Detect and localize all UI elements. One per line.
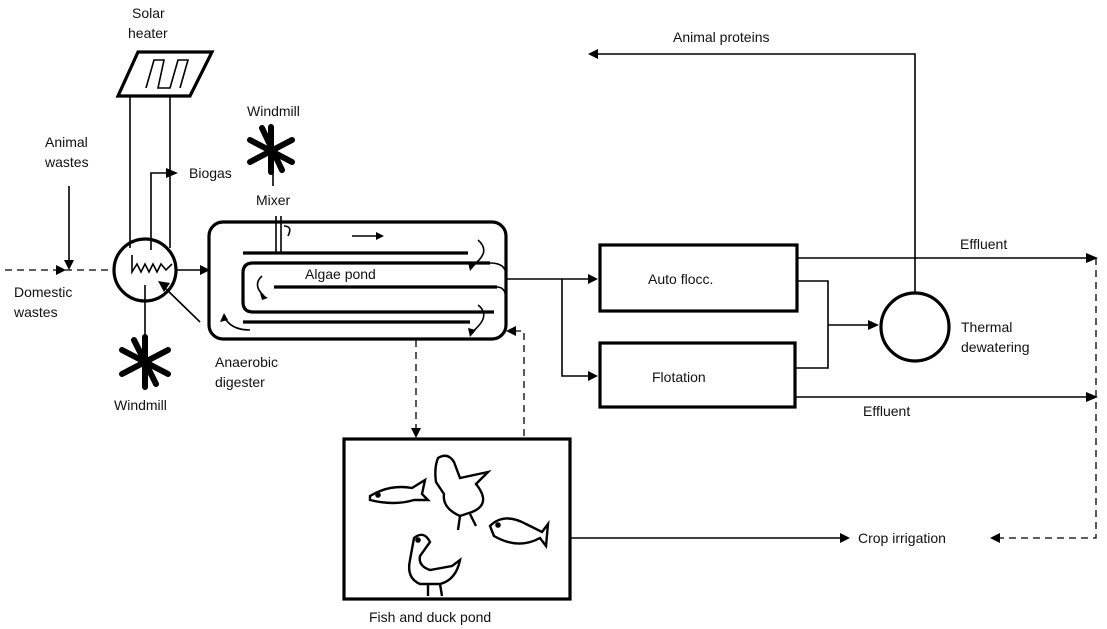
solar-heater-label-1: Solar (132, 5, 165, 21)
biogas-arrow (166, 168, 178, 178)
auto-flocc-box (598, 243, 799, 313)
windmill-bottom-label: Windmill (114, 397, 167, 413)
effluent-bottom-arrow (1086, 392, 1098, 402)
biogas-line (150, 172, 172, 250)
fish-duck-illustration (368, 454, 550, 597)
algae-pond (207, 220, 508, 341)
effluent-top-label: Effluent (960, 236, 1007, 252)
anaerobic-digester-label-1: Anaerobic (215, 354, 278, 370)
animal-proteins-label: Animal proteins (673, 29, 770, 45)
irrigation-arrow-right (990, 533, 1000, 543)
domestic-wastes-label-1: Domestic (14, 284, 72, 300)
windmill-top-icon (247, 124, 295, 175)
effluent-to-irrigation-line (1000, 258, 1097, 539)
crop-irrigation-label: Crop irrigation (858, 530, 946, 546)
fish-duck-pond-box (342, 437, 572, 601)
pond-to-fish-arrow (411, 428, 421, 438)
effluent-bottom-label: Effluent (863, 403, 910, 419)
digester-pointer (161, 284, 201, 323)
thermal-dewatering-label-1: Thermal (961, 319, 1012, 335)
windmill-bottom-icon (119, 334, 171, 390)
fish-duck-pond-label: Fish and duck pond (369, 609, 491, 625)
digester-pointer-head (158, 281, 170, 292)
windmill-top-label: Windmill (247, 103, 300, 119)
animal-wastes-arrow (64, 260, 74, 270)
solar-heater (115, 50, 215, 98)
thermal-dewatering-circle (879, 291, 951, 363)
biogas-label: Biogas (189, 165, 232, 181)
thermal-arrow (868, 320, 879, 330)
animal-proteins-arrow (588, 49, 598, 59)
domestic-wastes-label-2: wastes (13, 304, 58, 320)
pond-to-flotation-line (561, 279, 590, 377)
animal-proteins-line (596, 53, 916, 293)
flotation-box (598, 341, 797, 409)
animal-wastes-label-1: Animal (45, 134, 88, 150)
solar-heater-label-2: heater (128, 25, 168, 41)
mixer-label: Mixer (256, 192, 291, 208)
autoflocc-arrow (588, 274, 598, 284)
auto-flocc-label: Auto flocc. (648, 271, 713, 287)
digester-to-pond-arrow (200, 265, 210, 275)
effluent-top-arrow (1086, 253, 1098, 263)
fish-to-pond-dashed (512, 330, 525, 436)
anaerobic-digester-label-2: digester (215, 374, 265, 390)
irrigation-arrow-left (840, 533, 850, 543)
flotation-label: Flotation (652, 369, 706, 385)
thermal-dewatering-label-2: dewatering (961, 339, 1030, 355)
algae-pond-label: Algae pond (305, 266, 376, 282)
separators-to-thermal-bus (795, 280, 829, 369)
flotation-arrow (588, 371, 598, 381)
animal-wastes-label-2: wastes (44, 154, 89, 170)
domestic-wastes-arrow (56, 265, 66, 275)
fish-to-pond-arrow (506, 326, 516, 336)
